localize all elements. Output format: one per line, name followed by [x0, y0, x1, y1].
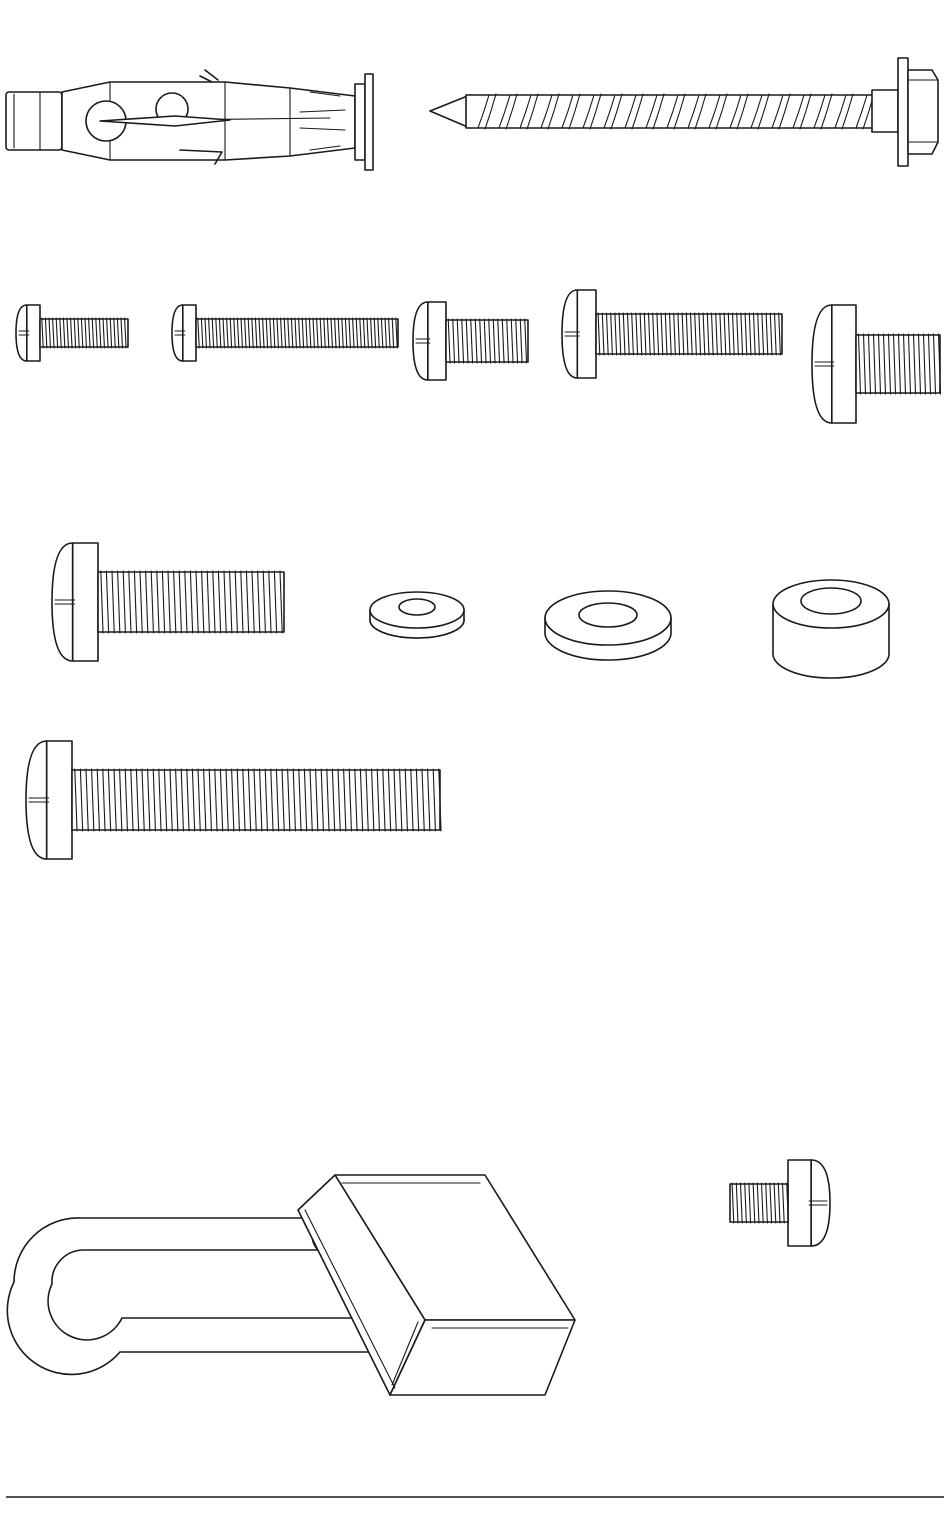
machine-screw-icon: [812, 305, 941, 423]
machine-screw-icon: [172, 305, 398, 361]
safety-pin-icon: [7, 1175, 575, 1395]
machine-screw-icon: [413, 302, 528, 380]
machine-screw-icon: [52, 543, 284, 661]
lag-screw-icon: [430, 58, 938, 166]
drywall-anchor-icon: [6, 70, 373, 170]
machine-screw-icon: [16, 305, 128, 361]
spacer-icon: [773, 580, 889, 678]
machine-screw-icon: [562, 290, 782, 378]
washer-icon: [545, 591, 671, 660]
machine-screw-icon: [730, 1160, 830, 1246]
long-machine-screw-icon: [26, 741, 441, 859]
washer-icon: [370, 592, 464, 638]
